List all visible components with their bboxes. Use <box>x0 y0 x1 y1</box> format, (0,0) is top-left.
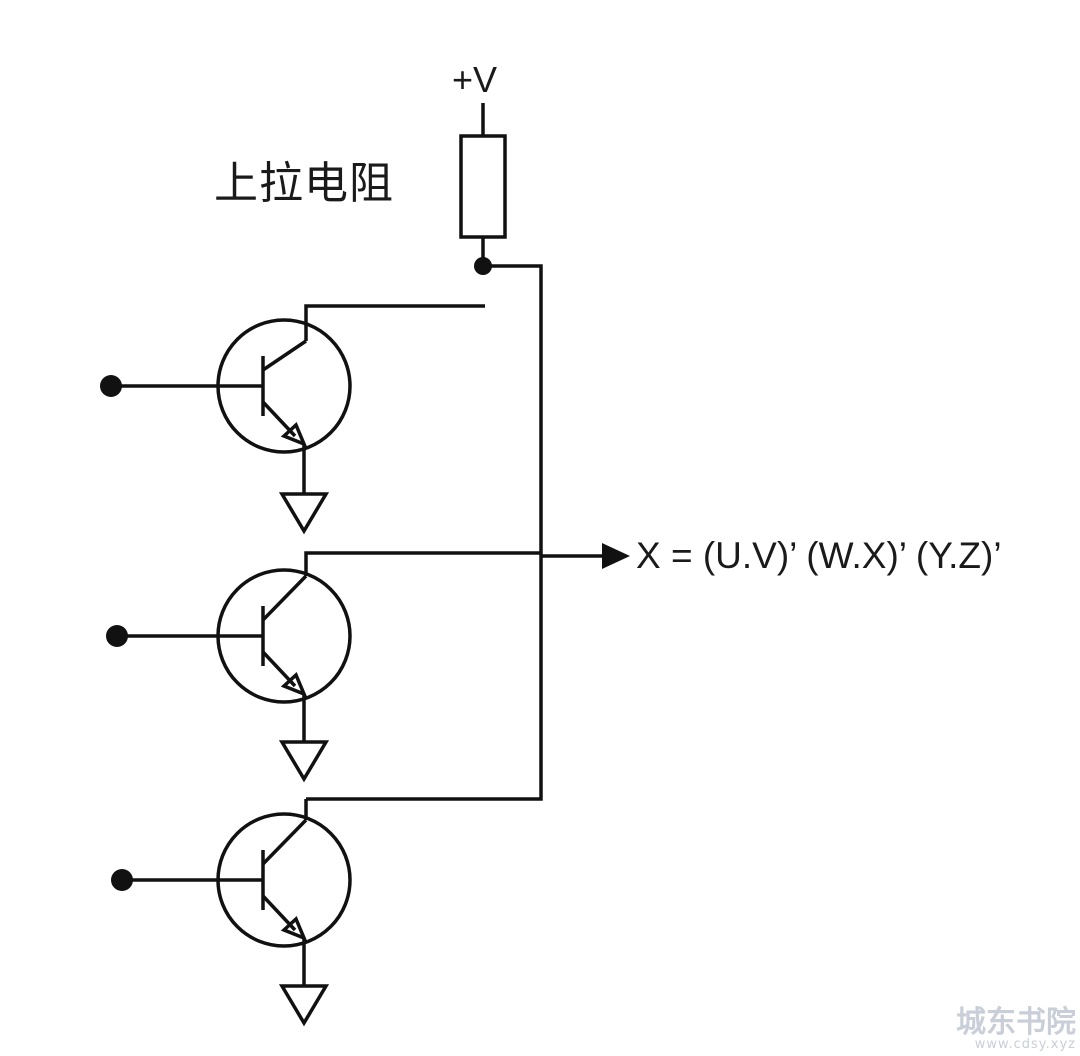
collector-lead-2 <box>304 551 541 576</box>
transistor-collector <box>261 574 308 622</box>
transistor-collector <box>262 339 307 372</box>
pullup-resistor-label: 上拉电阻 <box>214 158 394 209</box>
collector-lead-1 <box>304 304 485 341</box>
output-arrow-icon <box>602 543 630 569</box>
ground-icon <box>278 740 330 783</box>
pullup-resistor-symbol <box>459 134 507 239</box>
supply-voltage-label: +V <box>452 59 498 100</box>
watermark-url: www.cdsy.xyz <box>974 1036 1076 1052</box>
input-terminal-dot <box>111 869 133 891</box>
ground-icon <box>278 492 330 535</box>
collector-bus-wire <box>306 264 543 801</box>
output-expression-label: X = (U.V)’ (W.X)’ (Y.Z)’ <box>636 535 1002 576</box>
emitter-arrow-icon <box>280 422 308 448</box>
ground-icon <box>278 984 330 1027</box>
watermark: 城东书院 www.cdsy.xyz <box>956 1004 1076 1052</box>
transistor-collector <box>261 818 308 866</box>
npn-transistor-2 <box>106 568 352 783</box>
emitter-arrow-icon <box>280 672 308 698</box>
input-terminal-dot <box>106 625 128 647</box>
npn-transistor-3 <box>111 812 352 1027</box>
npn-transistor-1 <box>100 318 352 535</box>
emitter-arrow-icon <box>280 916 308 942</box>
watermark-title: 城东书院 <box>956 1004 1076 1040</box>
input-terminal-dot <box>100 375 122 397</box>
